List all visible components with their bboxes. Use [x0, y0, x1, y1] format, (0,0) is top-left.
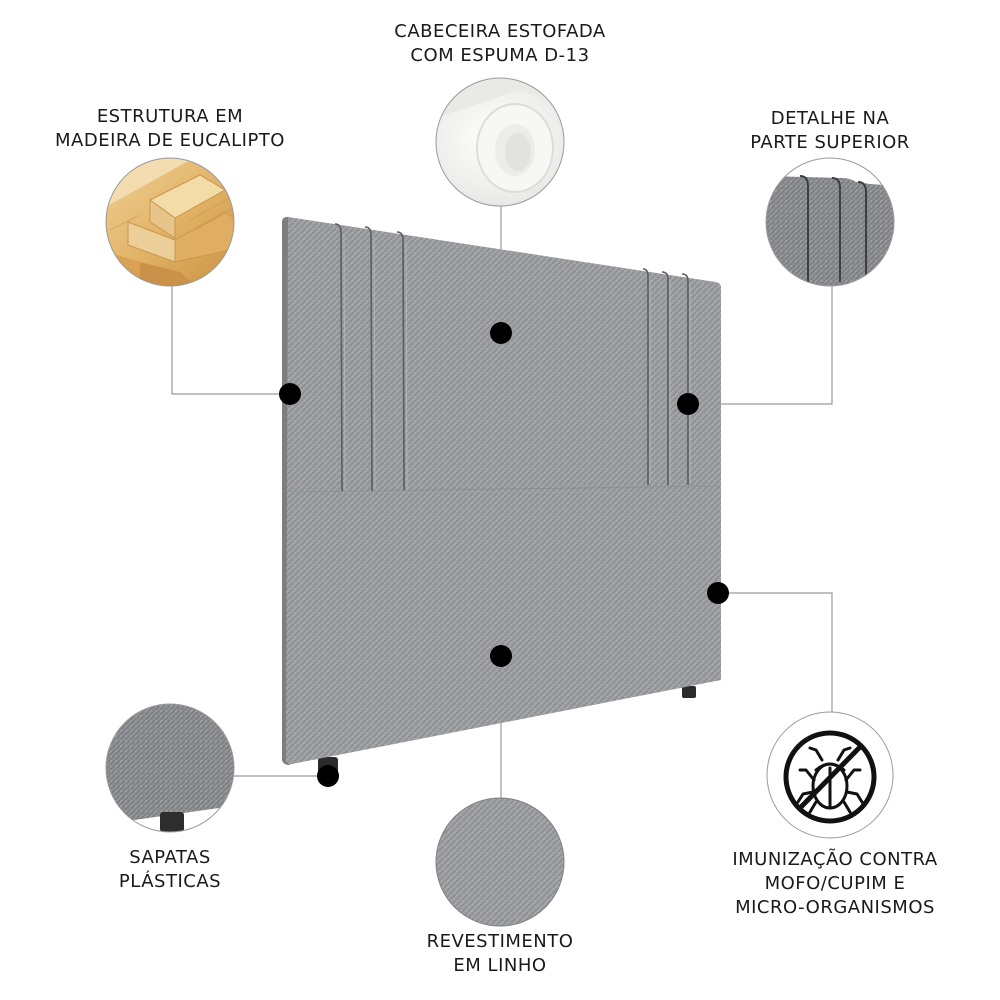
callout-dots	[279, 322, 729, 787]
no-bug-icon	[766, 711, 894, 839]
headboard-product	[282, 216, 721, 779]
callout-label-sapatas: SAPATAS PLÁSTICAS	[118, 847, 222, 892]
leader-detalhe	[688, 286, 833, 405]
callout-label-estrutura: ESTRUTURA EM MADEIRA DE EUCALIPTO	[55, 106, 285, 151]
dot-detalhe[interactable]	[677, 393, 699, 415]
top-pleat-detail-image	[765, 157, 895, 287]
dot-estrutura[interactable]	[279, 383, 301, 405]
callout-label-espuma: CABECEIRA ESTOFADA COM ESPUMA D-13	[394, 21, 606, 66]
leader-estrutura	[171, 286, 290, 395]
callout-label-detalhe: DETALHE NA PARTE SUPERIOR	[750, 108, 910, 153]
dot-espuma[interactable]	[490, 322, 512, 344]
leader-imunizacao	[718, 592, 833, 712]
callout-label-revestimento: REVESTIMENTO EM LINHO	[426, 931, 574, 976]
plastic-foot-image	[105, 703, 235, 833]
dot-sapatas[interactable]	[317, 765, 339, 787]
headboard-face	[286, 217, 721, 765]
callout-label-imunizacao: IMUNIZAÇÃO CONTRA MOFO/CUPIM E MICRO-ORG…	[732, 849, 938, 918]
linen-fabric-image	[435, 797, 565, 927]
wood-planks-image	[105, 157, 235, 287]
foam-roll-image	[435, 77, 565, 207]
foot-right	[682, 686, 696, 698]
dot-revestimento[interactable]	[490, 645, 512, 667]
dot-imunizacao[interactable]	[707, 582, 729, 604]
